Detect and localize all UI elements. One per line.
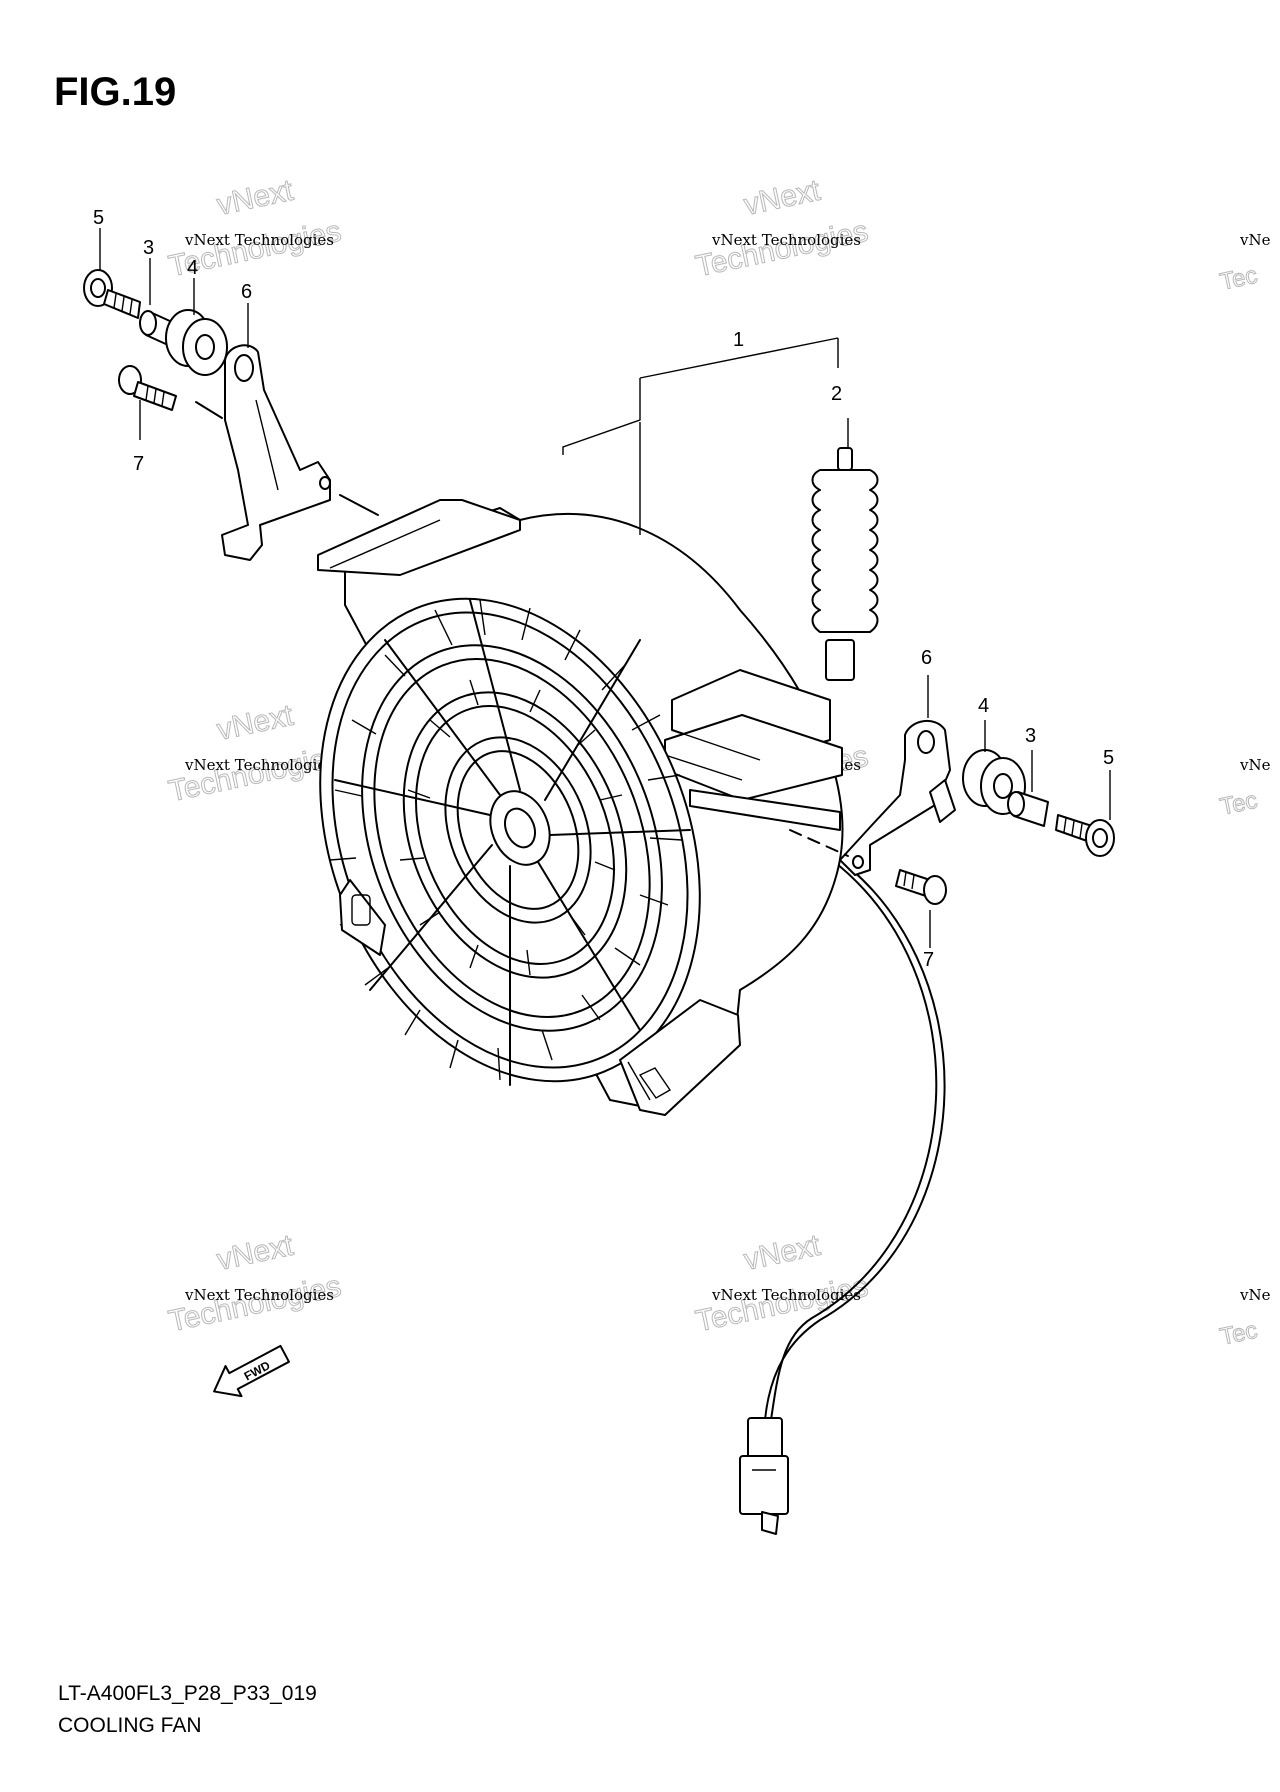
callout-6-left: 6 [241,281,252,303]
cushion-4-left [165,309,228,376]
leader-lines [99,228,1111,948]
svg-text:Tec: Tec [1218,262,1260,296]
callout-5-left: 5 [93,207,104,229]
left-mount-hardware [83,269,379,561]
svg-text:vNe: vNe [1239,1286,1271,1304]
collar-3-right [1007,791,1049,827]
bolt-5-left [83,269,141,319]
svg-text:Technologies: Technologies [693,215,871,284]
fan-switch-sensor [811,447,879,681]
svg-text:vNext: vNext [741,174,824,222]
svg-text:vNext Technologies: vNext Technologies [184,756,334,774]
wire-connector-icon [739,1417,789,1535]
callout-1: 1 [733,329,744,351]
svg-text:vNext Technologies: vNext Technologies [184,1286,334,1304]
callout-3-right: 3 [1025,725,1036,747]
callout-2: 2 [831,383,842,405]
fan-grille [319,597,701,1086]
svg-text:Technologies: Technologies [166,740,344,809]
svg-text:vNext Technologies: vNext Technologies [711,231,861,249]
svg-text:Technologies: Technologies [166,1270,344,1339]
svg-text:vNext: vNext [741,1229,824,1277]
cooling-fan-assembly [317,499,844,1116]
bracket-6-left [195,344,379,561]
model-code: LT-A400FL3_P28_P33_019 [58,1682,317,1705]
svg-text:vNext Technologies: vNext Technologies [184,231,334,249]
callout-labels: 5 3 4 6 7 1 2 6 4 3 5 7 [93,207,1114,971]
callout-5-right: 5 [1103,747,1114,769]
svg-text:vNext Technologies: vNext Technologies [711,1286,861,1304]
svg-text:Tec: Tec [1218,787,1260,821]
svg-text:vNext: vNext [214,699,297,747]
bolt-7-right [895,869,947,905]
figure-title: FIG.19 [54,70,177,114]
right-mount-hardware [789,720,1115,905]
callout-6-right: 6 [921,647,932,669]
callout-3-left: 3 [143,237,154,259]
svg-text:vNe: vNe [1239,756,1271,774]
svg-text:vNe: vNe [1239,231,1271,249]
callout-7-right: 7 [923,949,934,971]
bracket-6-right [789,720,956,876]
fwd-arrow-icon: FWD [213,1344,290,1398]
svg-text:Tec: Tec [1218,1317,1260,1351]
svg-text:vNext: vNext [214,1229,297,1277]
svg-text:vNext: vNext [214,174,297,222]
callout-7-left: 7 [133,453,144,475]
bolt-7-left [118,365,177,411]
callout-4-left: 4 [187,257,198,279]
callout-4-right: 4 [978,695,989,717]
bolt-5-right [1055,814,1115,857]
fan-wiring-harness [739,849,946,1535]
section-name: COOLING FAN [58,1714,202,1737]
